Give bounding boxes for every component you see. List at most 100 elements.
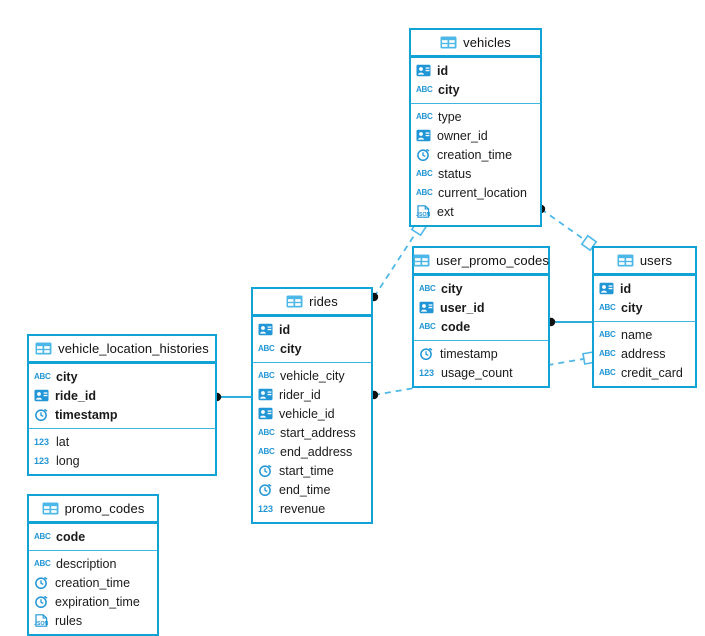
table-header-users[interactable]: users <box>594 248 695 276</box>
column-row[interactable]: expiration_time <box>29 592 157 611</box>
column-name-label: vehicle_city <box>280 368 345 383</box>
column-name-label: status <box>438 166 472 181</box>
column-row[interactable]: ABC vehicle_city <box>253 366 371 385</box>
table-icon <box>35 342 52 355</box>
relationship-vehicles-to-users[interactable] <box>536 204 598 252</box>
column-name-label: revenue <box>280 501 326 516</box>
column-name-label: city <box>438 82 460 97</box>
column-name-label: rider_id <box>279 387 321 402</box>
table-name-label: user_promo_codes <box>436 253 549 268</box>
column-name-label: end_time <box>279 482 331 497</box>
column-row[interactable]: id <box>594 279 695 298</box>
table-name-label: promo_codes <box>64 501 145 516</box>
column-name-label: timestamp <box>440 346 498 361</box>
column-name-label: creation_time <box>437 147 513 162</box>
abc-string-icon: ABC <box>258 447 275 456</box>
table-icon <box>440 36 457 49</box>
column-name-label: creation_time <box>55 575 131 590</box>
abc-string-icon: ABC <box>419 322 436 331</box>
column-row[interactable]: rider_id <box>253 385 371 404</box>
column-name-label: user_id <box>440 300 485 315</box>
column-row[interactable]: timestamp <box>414 344 548 363</box>
table-header-user_promo_codes[interactable]: user_promo_codes <box>413 248 549 276</box>
column-row[interactable]: ABC city <box>411 80 540 99</box>
column-name-label: rules <box>55 613 83 628</box>
relationship-user-promo-codes-to-users[interactable] <box>546 317 592 327</box>
table-header-vehicle_location_histories[interactable]: vehicle_location_histories <box>29 336 215 364</box>
clock-icon <box>259 464 272 477</box>
column-row[interactable]: vehicle_id <box>253 404 371 423</box>
column-row[interactable]: creation_time <box>29 573 157 592</box>
abc-string-icon: ABC <box>599 349 616 358</box>
table-header-vehicles[interactable]: vehicles <box>411 30 540 58</box>
column-name-label: city <box>621 300 643 315</box>
abc-string-icon: ABC <box>34 559 51 568</box>
column-row[interactable]: ABC address <box>594 344 695 363</box>
column-row[interactable]: timestamp <box>29 405 215 424</box>
id-card-icon <box>258 323 273 336</box>
clock-icon <box>420 347 433 360</box>
json-icon: JSON <box>34 614 49 627</box>
column-name-label: owner_id <box>437 128 488 143</box>
table-header-promo_codes[interactable]: promo_codes <box>29 496 157 524</box>
column-name-label: ext <box>437 204 454 219</box>
column-row[interactable]: id <box>411 61 540 80</box>
abc-string-icon: ABC <box>416 85 433 94</box>
column-row[interactable]: user_id <box>414 298 548 317</box>
column-row[interactable]: owner_id <box>411 126 540 145</box>
column-row[interactable]: id <box>253 320 371 339</box>
column-row[interactable]: ABC end_address <box>253 442 371 461</box>
table-name-label: rides <box>309 294 338 309</box>
relationship-vehicle-location-histories-to-rides[interactable] <box>212 392 251 402</box>
column-row[interactable]: end_time <box>253 480 371 499</box>
column-name-label: name <box>621 327 653 342</box>
table-name-label: vehicles <box>463 35 511 50</box>
table-icon <box>42 502 59 515</box>
column-row[interactable]: ride_id <box>29 386 215 405</box>
table-header-rides[interactable]: rides <box>253 289 371 317</box>
column-row[interactable]: creation_time <box>411 145 540 164</box>
column-row[interactable]: start_time <box>253 461 371 480</box>
abc-string-icon: ABC <box>416 188 433 197</box>
clock-icon <box>259 483 272 496</box>
abc-string-icon: ABC <box>258 344 275 353</box>
column-row[interactable]: JSON rules <box>29 611 157 630</box>
id-card-icon <box>34 389 49 402</box>
column-name-label: end_address <box>280 444 353 459</box>
column-name-label: expiration_time <box>55 594 140 609</box>
table-icon <box>413 254 430 267</box>
abc-string-icon: ABC <box>258 371 275 380</box>
column-name-label: address <box>621 346 666 361</box>
